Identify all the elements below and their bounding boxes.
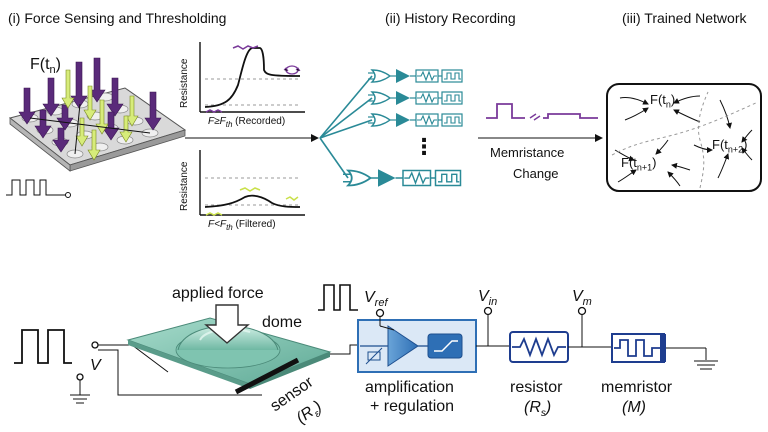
- vref-terminal-icon: [375, 308, 385, 318]
- v-label: V: [90, 357, 101, 374]
- history-rows: [343, 69, 463, 187]
- history-row: [368, 113, 463, 127]
- plot-top-ylabel: Resistance: [179, 58, 190, 108]
- plot-recorded: [199, 42, 305, 113]
- plot-bot-ylabel: Resistance: [179, 161, 190, 211]
- ground-left-icon: [70, 394, 90, 404]
- resistor-symbol: (Rs): [524, 399, 552, 420]
- panel-i-title: (i) Force Sensing and Thresholding: [8, 10, 227, 26]
- node-b: F(tn+1): [621, 155, 657, 173]
- vin-terminal-icon: [483, 306, 493, 316]
- panel-ii-title: (ii) History Recording: [385, 10, 516, 26]
- memristance-line1: Memristance: [490, 145, 565, 160]
- network-boundary: [611, 101, 759, 156]
- resistor-label: resistor: [510, 379, 563, 396]
- memristor-symbol: (M): [622, 399, 646, 416]
- sensor-pad: [126, 317, 332, 395]
- amp-label-line1: amplification: [365, 379, 454, 396]
- plot-top-caption: F≥Fth (Recorded): [208, 116, 286, 129]
- memristor-label: memristor: [601, 379, 673, 396]
- panel-iii-title: (iii) Trained Network: [622, 10, 747, 26]
- memristance-line2: Change: [513, 166, 559, 181]
- history-row: [368, 69, 463, 83]
- applied-force-arrow-icon: [204, 304, 250, 344]
- amplifier-box: [357, 319, 477, 373]
- sensor-array: [8, 57, 187, 172]
- pulse-recorded-icon: [486, 103, 525, 119]
- resistor-zigzag-icon: [512, 336, 566, 358]
- vref-pulse-icon: [318, 284, 358, 311]
- vref-label: Vref: [364, 289, 388, 310]
- node-c: F(tn+2): [712, 137, 748, 155]
- vm-terminal-icon: [577, 306, 587, 316]
- vm-label: Vm: [572, 288, 592, 309]
- plot-bot-caption: F<Fth (Filtered): [208, 219, 276, 232]
- history-row: [368, 91, 463, 105]
- terminal-icon: [65, 192, 71, 198]
- network-flows: [614, 95, 753, 187]
- network-boundary-2: [697, 91, 709, 189]
- input-pulse-icon: [14, 329, 72, 364]
- v-terminal-icon: [91, 341, 99, 349]
- vin-label: Vin: [478, 288, 498, 309]
- node-a: F(tn): [650, 92, 676, 110]
- memristor-icon: [614, 339, 660, 357]
- force-label: F(tn): [30, 56, 61, 77]
- sensor-strip: [234, 357, 300, 395]
- clock-pulse-icon: [6, 179, 52, 196]
- history-fan: [319, 75, 373, 179]
- plot-filtered: [199, 150, 305, 216]
- applied-force-label: applied force: [172, 285, 264, 302]
- ground-right-icon: [694, 360, 718, 370]
- amp-label-line2: + regulation: [370, 398, 455, 415]
- dome-label: dome: [262, 314, 303, 331]
- ellipsis: ⋮: [413, 134, 435, 159]
- history-row: [343, 169, 462, 187]
